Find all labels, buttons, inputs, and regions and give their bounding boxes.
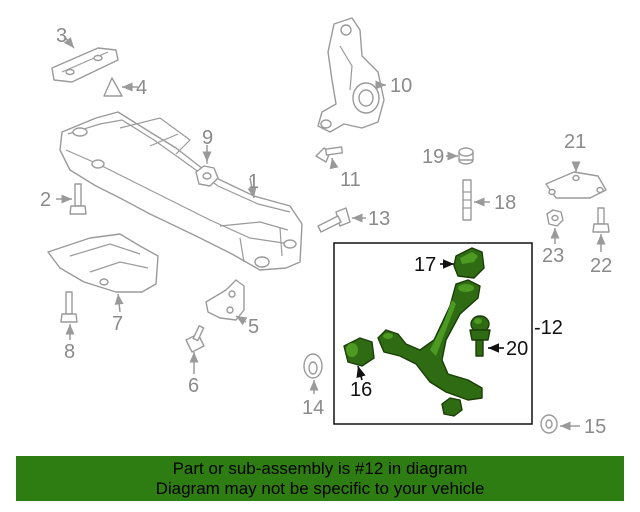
part-19-bushing[interactable] (458, 147, 474, 165)
callout-7: 7 (112, 313, 123, 335)
callout-12: -12 (534, 317, 563, 339)
part-7-under-cover[interactable] (47, 233, 159, 293)
part-23-nut[interactable] (546, 209, 564, 227)
callout-15: 15 (584, 416, 606, 438)
part-13-bolt[interactable] (317, 207, 351, 233)
callout-4: 4 (136, 77, 147, 99)
callout-18: 18 (494, 192, 516, 214)
callout-labels: 3 4 9 1 2 10 11 13 19 18 21 23 22 7 5 8 … (40, 25, 612, 438)
part-4-stopper[interactable] (103, 77, 123, 97)
callout-16: 16 (350, 379, 372, 401)
info-banner: Part or sub-assembly is #12 in diagram D… (16, 456, 624, 501)
leader-lines (56, 35, 606, 431)
callout-6: 6 (188, 375, 199, 397)
part-9-nut[interactable] (195, 150, 219, 187)
callout-20: 20 (506, 338, 528, 360)
callout-8: 8 (64, 341, 75, 363)
callout-3: 3 (56, 25, 67, 47)
callout-2: 2 (40, 189, 51, 211)
callout-23: 23 (542, 245, 564, 267)
banner-line-2: Diagram may not be specific to your vehi… (155, 479, 485, 498)
part-3-plate[interactable] (51, 47, 119, 83)
callout-21: 21 (564, 131, 586, 153)
part-18-stud[interactable] (462, 179, 472, 221)
callout-13: 13 (368, 208, 390, 230)
part-10-knuckle[interactable] (317, 17, 385, 133)
parts-diagram: 3 4 9 1 2 10 11 13 19 18 21 23 22 7 5 8 … (40, 17, 612, 438)
part-5-bracket[interactable] (205, 279, 245, 321)
part-20-ball-joint[interactable] (469, 315, 491, 357)
part-12-nut[interactable] (441, 397, 463, 417)
leader-lines-assembly (356, 259, 504, 381)
callout-17: 17 (414, 254, 436, 276)
banner-line-1: Part or sub-assembly is #12 in diagram (172, 459, 468, 478)
callout-14: 14 (302, 397, 324, 419)
part-2-bolt[interactable] (69, 183, 87, 215)
callout-10: 10 (390, 75, 412, 97)
callout-11: 11 (340, 169, 361, 191)
part-15-washer[interactable] (540, 414, 558, 434)
part-17-bushing[interactable] (453, 247, 485, 279)
callout-22: 22 (590, 255, 612, 277)
callout-9: 9 (202, 127, 213, 149)
part-11-bolt[interactable] (315, 146, 344, 163)
assembly-12-box (333, 242, 533, 425)
callout-19: 19 (422, 146, 444, 168)
part-22-bolt[interactable] (592, 207, 610, 233)
part-6-bolt[interactable] (185, 325, 205, 353)
part-14-bushing[interactable] (303, 353, 323, 379)
callout-5: 5 (248, 316, 259, 338)
callout-1: 1 (248, 171, 259, 193)
part-21-bracket[interactable] (545, 171, 607, 199)
part-16-bushing[interactable] (343, 337, 375, 367)
part-12-lower-control-arm[interactable] (377, 279, 483, 401)
part-8-bolt[interactable] (60, 291, 78, 323)
part-1-crossmember[interactable] (59, 111, 303, 271)
